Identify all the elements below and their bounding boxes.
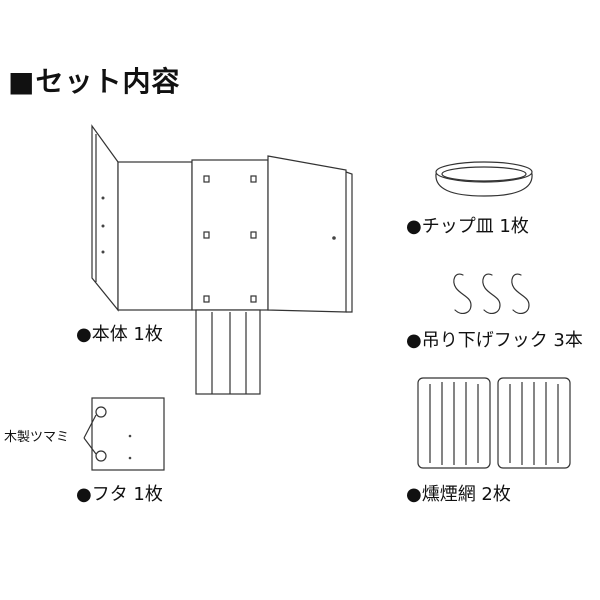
page-title: ■セット内容 [8, 65, 181, 98]
chip-tray-illustration [435, 161, 533, 197]
item-label-hooks: ●吊り下げフック 3本 [406, 330, 583, 351]
item-label-chip-tray: ●チップ皿 1枚 [406, 216, 529, 237]
smoker-body-illustration [91, 124, 353, 395]
item-label-main-body: ●本体 1枚 [76, 324, 163, 345]
lid-illustration [83, 397, 165, 471]
smoking-nets-illustration [417, 377, 571, 469]
callout-knob-label: 木製ツマミ [4, 430, 70, 445]
item-label-lid: ●フタ 1枚 [76, 484, 163, 505]
hooks-illustration [453, 273, 530, 315]
item-label-nets: ●燻煙網 2枚 [406, 484, 511, 505]
